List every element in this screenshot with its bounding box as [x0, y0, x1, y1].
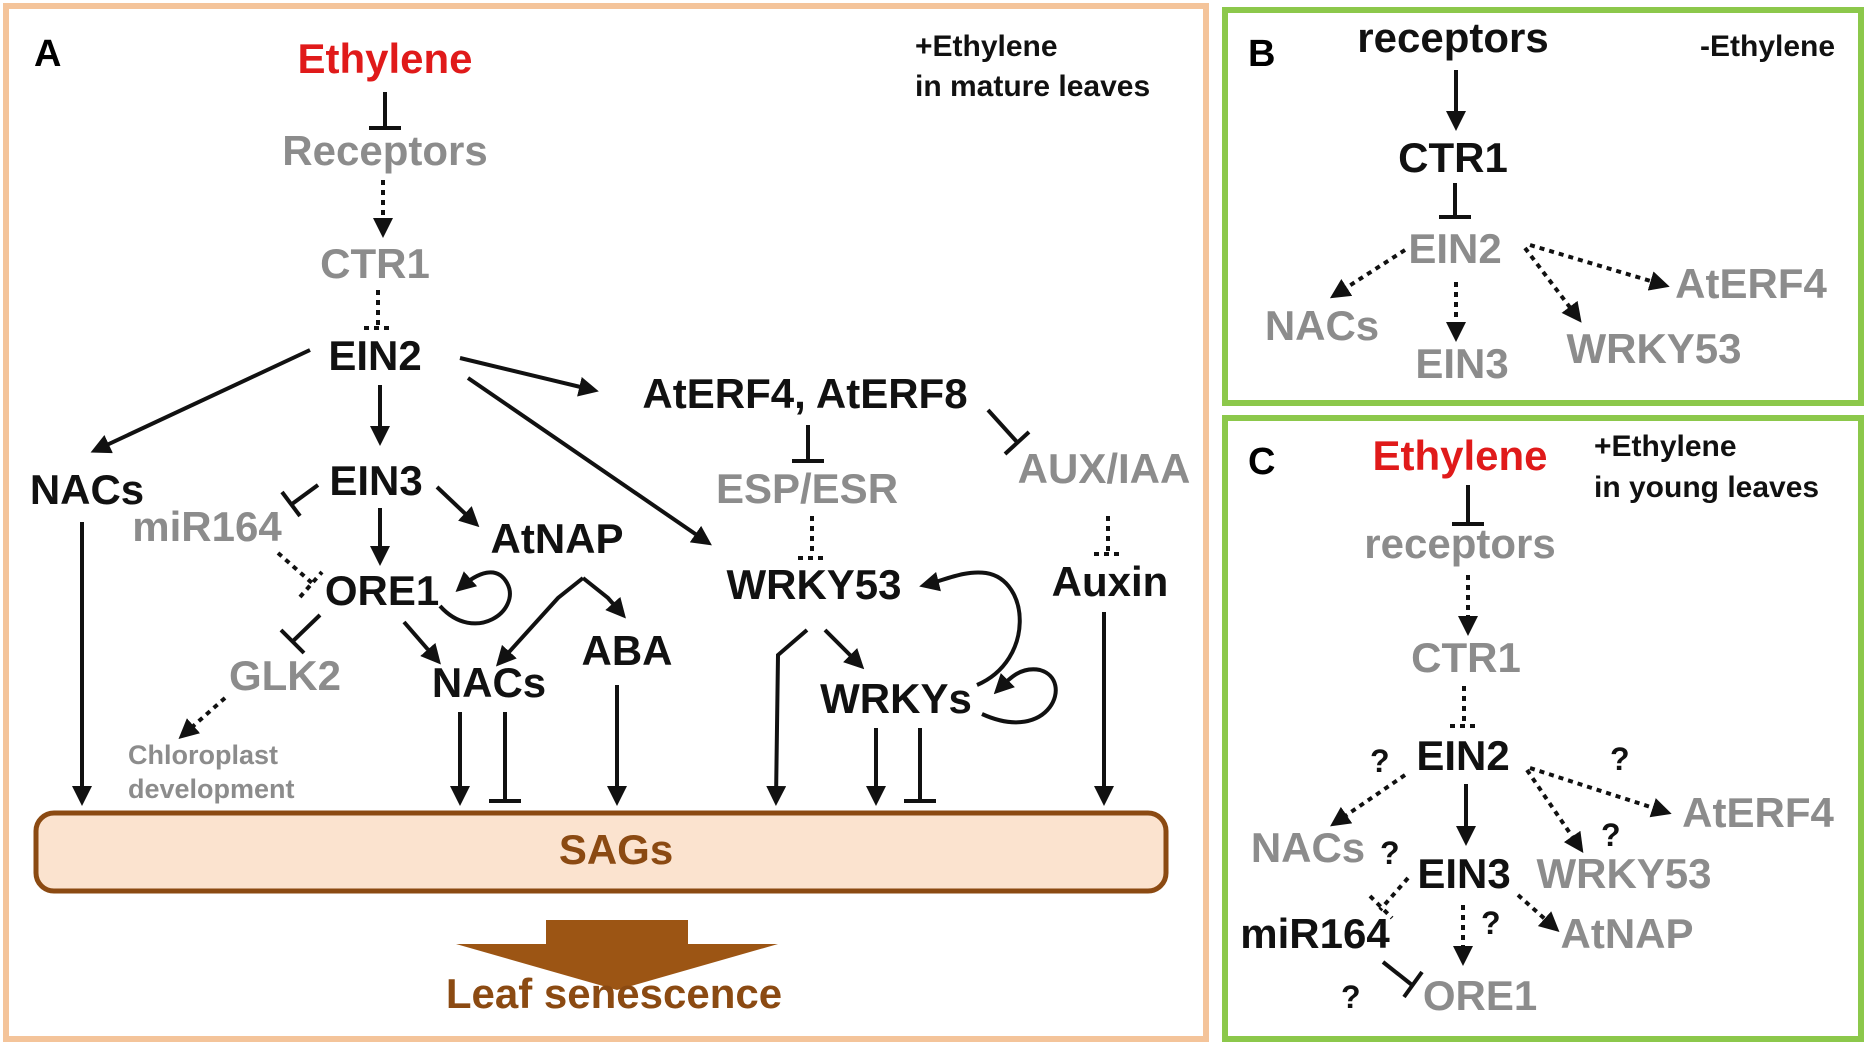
c-edge-ein2-nacs — [1330, 773, 1407, 827]
a-chloroplast-line1: Chloroplast — [128, 740, 278, 770]
a-edge-ein2-aterf — [459, 356, 599, 397]
b-ein3: EIN3 — [1415, 340, 1508, 387]
a-edge-aterf-auxiaa — [986, 408, 1019, 444]
b-aterf4: AtERF4 — [1675, 260, 1827, 307]
a-aba: ABA — [582, 627, 673, 674]
a-wrkys: WRKYs — [820, 675, 972, 722]
panel-c-condition-line2: in young leaves — [1594, 471, 1819, 504]
c-edge-ein2-aterf4 — [1529, 766, 1672, 818]
a-mir164: miR164 — [132, 503, 282, 550]
c-edge-mir164-ore1 — [1381, 960, 1414, 987]
a-nacs-left: NACs — [30, 466, 144, 513]
a-ethylene: Ethylene — [297, 35, 472, 82]
a-chloroplast-line2: development — [128, 774, 295, 804]
c-inhibition-bar — [1402, 970, 1424, 999]
c-aterf4: AtERF4 — [1682, 789, 1834, 836]
a-edge-ore1-nacs — [402, 620, 441, 665]
c-uncertain-mark-3: ? — [1601, 817, 1621, 853]
a-nacs-mid: NACs — [432, 659, 546, 706]
c-ctr1: CTR1 — [1411, 634, 1521, 681]
panel-a: A +Ethylene in mature leaves Ethylene Re… — [3, 3, 1209, 1042]
a-inhibition-bar — [280, 490, 302, 518]
c-uncertain-mark-2: ? — [1610, 741, 1630, 777]
c-ethylene: Ethylene — [1372, 432, 1547, 479]
b-receptors: receptors — [1357, 14, 1548, 61]
c-edge-ein3-mir164 — [1378, 876, 1410, 912]
a-aux-iaa: AUX/IAA — [1018, 445, 1191, 492]
a-glk2: GLK2 — [229, 652, 341, 699]
c-wrky53: WRKY53 — [1536, 850, 1711, 897]
c-ein2: EIN2 — [1416, 732, 1509, 779]
panel-c-letter: C — [1248, 441, 1275, 483]
a-edge-atnap-aba — [581, 576, 626, 619]
panel-b-border — [1222, 7, 1864, 406]
c-receptors: receptors — [1364, 520, 1555, 567]
a-sags: SAGs — [559, 826, 673, 873]
a-edge-ore1-selfloop — [438, 570, 512, 626]
a-edge-ein2-wrky53 — [466, 376, 712, 546]
panel-c-border — [1222, 415, 1864, 1042]
panel-b-condition: -Ethylene — [1700, 30, 1835, 63]
c-uncertain-mark-5: ? — [1481, 905, 1501, 941]
panel-a-border — [3, 3, 1209, 1042]
c-uncertain-mark-6: ? — [1341, 979, 1361, 1015]
panel-c: C +Ethylene in young leaves Ethylene rec… — [1222, 415, 1864, 1042]
panel-a-letter: A — [34, 33, 61, 75]
b-edge-ein2-nacs — [1329, 248, 1407, 299]
panel-a-condition-line1: +Ethylene — [915, 30, 1058, 63]
c-edge-ein3-atnap — [1516, 893, 1560, 932]
b-ein2: EIN2 — [1408, 225, 1501, 272]
b-edge-ein2-aterf4 — [1529, 243, 1670, 291]
a-wrky53: WRKY53 — [726, 561, 901, 608]
b-wrky53: WRKY53 — [1566, 325, 1741, 372]
a-atnap: AtNAP — [491, 515, 624, 562]
panel-b: B -Ethylene receptors CTR1 EIN2 NACs EIN… — [1222, 7, 1864, 406]
panel-c-condition-line1: +Ethylene — [1594, 430, 1737, 463]
a-ein2: EIN2 — [328, 332, 421, 379]
c-atnap: AtNAP — [1561, 910, 1694, 957]
c-uncertain-mark-4: ? — [1380, 835, 1400, 871]
panel-b-letter: B — [1248, 33, 1275, 75]
a-inhibition-bar — [1003, 430, 1031, 456]
a-ctr1: CTR1 — [320, 240, 430, 287]
a-aterf: AtERF4, AtERF8 — [642, 370, 967, 417]
b-ctr1: CTR1 — [1398, 134, 1508, 181]
a-edge-ore1-glk2 — [290, 613, 322, 644]
a-receptors: Receptors — [282, 127, 487, 174]
c-mir164: miR164 — [1240, 910, 1390, 957]
c-ore1: ORE1 — [1423, 972, 1537, 1019]
a-auxin: Auxin — [1052, 558, 1169, 605]
a-ein3: EIN3 — [329, 457, 422, 504]
a-edge-wrky53-wrkys — [823, 628, 865, 670]
a-edge-atnap-nacs — [495, 576, 585, 667]
a-edge-glk2-chloroplast — [178, 696, 227, 739]
panel-a-condition-line2: in mature leaves — [915, 70, 1150, 103]
b-edge-ein2-wrky53 — [1523, 246, 1582, 323]
c-nacs: NACs — [1251, 824, 1365, 871]
a-edge-wrkys-selfloop — [981, 667, 1058, 725]
a-edge-ein2-nacs — [90, 348, 311, 454]
a-edge-ein3-mir164 — [290, 483, 320, 506]
a-sags-bar — [33, 810, 1169, 894]
a-edge-ein3-atnap — [435, 485, 480, 528]
b-nacs: NACs — [1265, 302, 1379, 349]
a-edge-wrkys-wrky53 — [919, 570, 1022, 687]
c-uncertain-mark-1: ? — [1370, 743, 1390, 779]
a-esp-esr: ESP/ESR — [716, 465, 898, 512]
a-edge-wrky53-sags — [766, 628, 809, 806]
a-edge-mir164-ore1 — [276, 551, 314, 585]
a-ore1: ORE1 — [325, 567, 439, 614]
a-senescence-arrow — [456, 920, 778, 990]
a-leaf-senescence: Leaf senescence — [446, 970, 782, 1017]
a-inhibition-bar — [279, 628, 306, 655]
c-ein3: EIN3 — [1417, 850, 1510, 897]
